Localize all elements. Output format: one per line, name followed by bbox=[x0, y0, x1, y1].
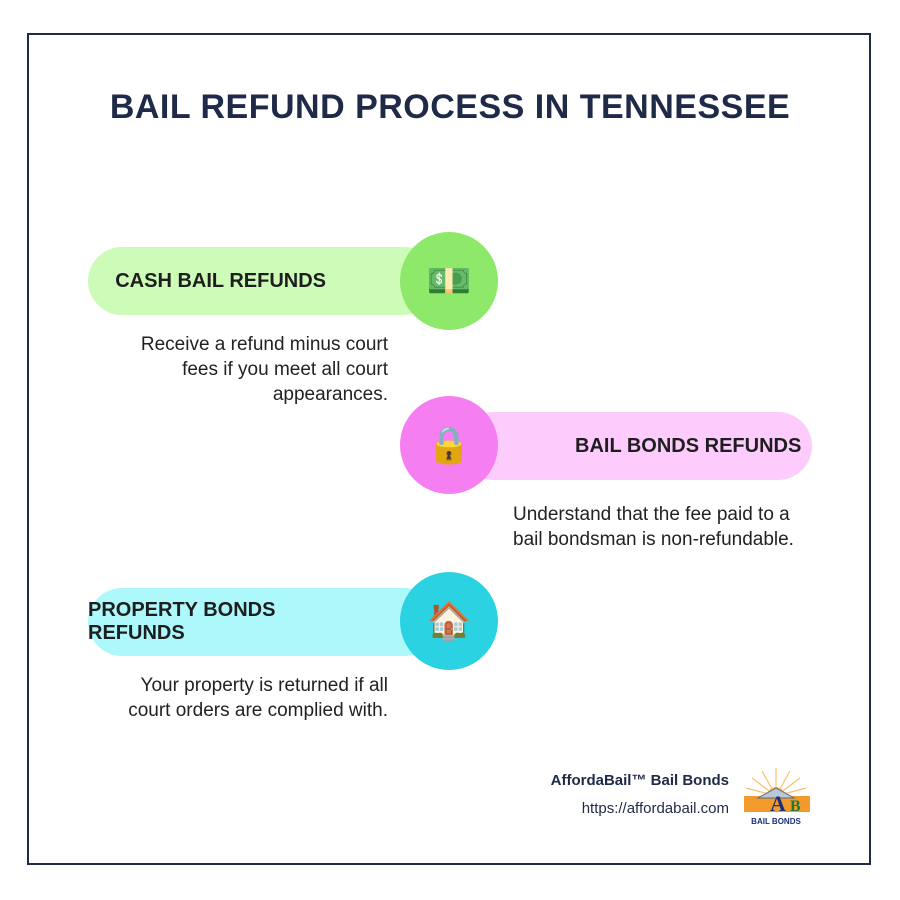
money-banknote-icon: 💵 bbox=[426, 260, 472, 301]
bail-bonds-icon-circle: 🔒 bbox=[400, 396, 498, 494]
bail-bonds-heading: BAIL BONDS REFUNDS bbox=[575, 434, 802, 457]
brand-name: AffordaBail™ Bail Bonds bbox=[550, 772, 729, 789]
property-bonds-description: Your property is returned if all court o… bbox=[128, 675, 388, 721]
house-icon: 🏠 bbox=[426, 600, 472, 641]
svg-text:B: B bbox=[790, 798, 801, 815]
property-bonds-icon-circle: 🏠 bbox=[400, 572, 498, 670]
cash-bail-description: Receive a refund minus court fees if you… bbox=[140, 334, 388, 405]
property-bonds-heading: PROPERTY BONDS REFUNDS bbox=[88, 599, 276, 644]
svg-text:A: A bbox=[770, 791, 786, 816]
bail-bonds-description: Understand that the fee paid to a bail b… bbox=[513, 504, 794, 550]
sunburst-logo-icon: A B BAIL BONDS bbox=[744, 768, 810, 826]
svg-text:BAIL BONDS: BAIL BONDS bbox=[751, 817, 801, 826]
property-bonds-heading-pill: PROPERTY BONDS REFUNDS bbox=[88, 588, 438, 656]
brand-url-link[interactable]: https://affordabail.com bbox=[581, 800, 729, 817]
cash-bail-icon-circle: 💵 bbox=[400, 232, 498, 330]
cash-bail-heading: CASH BAIL REFUNDS bbox=[115, 269, 326, 292]
cash-bail-heading-pill: CASH BAIL REFUNDS bbox=[88, 247, 438, 315]
page-title: BAIL REFUND PROCESS IN TENNESSEE bbox=[109, 88, 791, 126]
padlock-icon: 🔒 bbox=[426, 424, 472, 465]
bail-bonds-heading-pill: BAIL BONDS REFUNDS bbox=[460, 412, 812, 480]
company-logo: A B BAIL BONDS bbox=[740, 766, 812, 828]
